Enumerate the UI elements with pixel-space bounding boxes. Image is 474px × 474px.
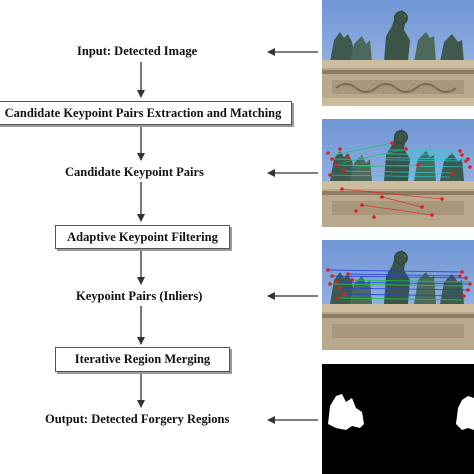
step-candidate-pairs-label: Candidate Keypoint Pairs	[65, 165, 204, 179]
step-output-label: Output: Detected Forgery Regions	[45, 412, 230, 426]
step-extraction-label: Candidate Keypoint Pairs Extraction and …	[4, 105, 282, 120]
step-input-label: Input: Detected Image	[77, 44, 198, 58]
step-merging-box: Iterative Region Merging	[55, 347, 230, 372]
step-filtering-box: Adaptive Keypoint Filtering	[55, 225, 230, 249]
detected-image	[322, 0, 474, 106]
forgery-mask-image	[322, 364, 474, 474]
step-inliers-label: Keypoint Pairs (Inliers)	[76, 289, 203, 303]
forgery-region-right	[456, 396, 474, 430]
step-filtering-label: Adaptive Keypoint Filtering	[67, 229, 218, 244]
forgery-region-left	[328, 394, 364, 430]
candidate-pairs-image	[322, 119, 474, 227]
inliers-image	[322, 240, 474, 350]
step-merging-label: Iterative Region Merging	[74, 352, 211, 366]
step-extraction-box: Candidate Keypoint Pairs Extraction and …	[0, 101, 292, 125]
